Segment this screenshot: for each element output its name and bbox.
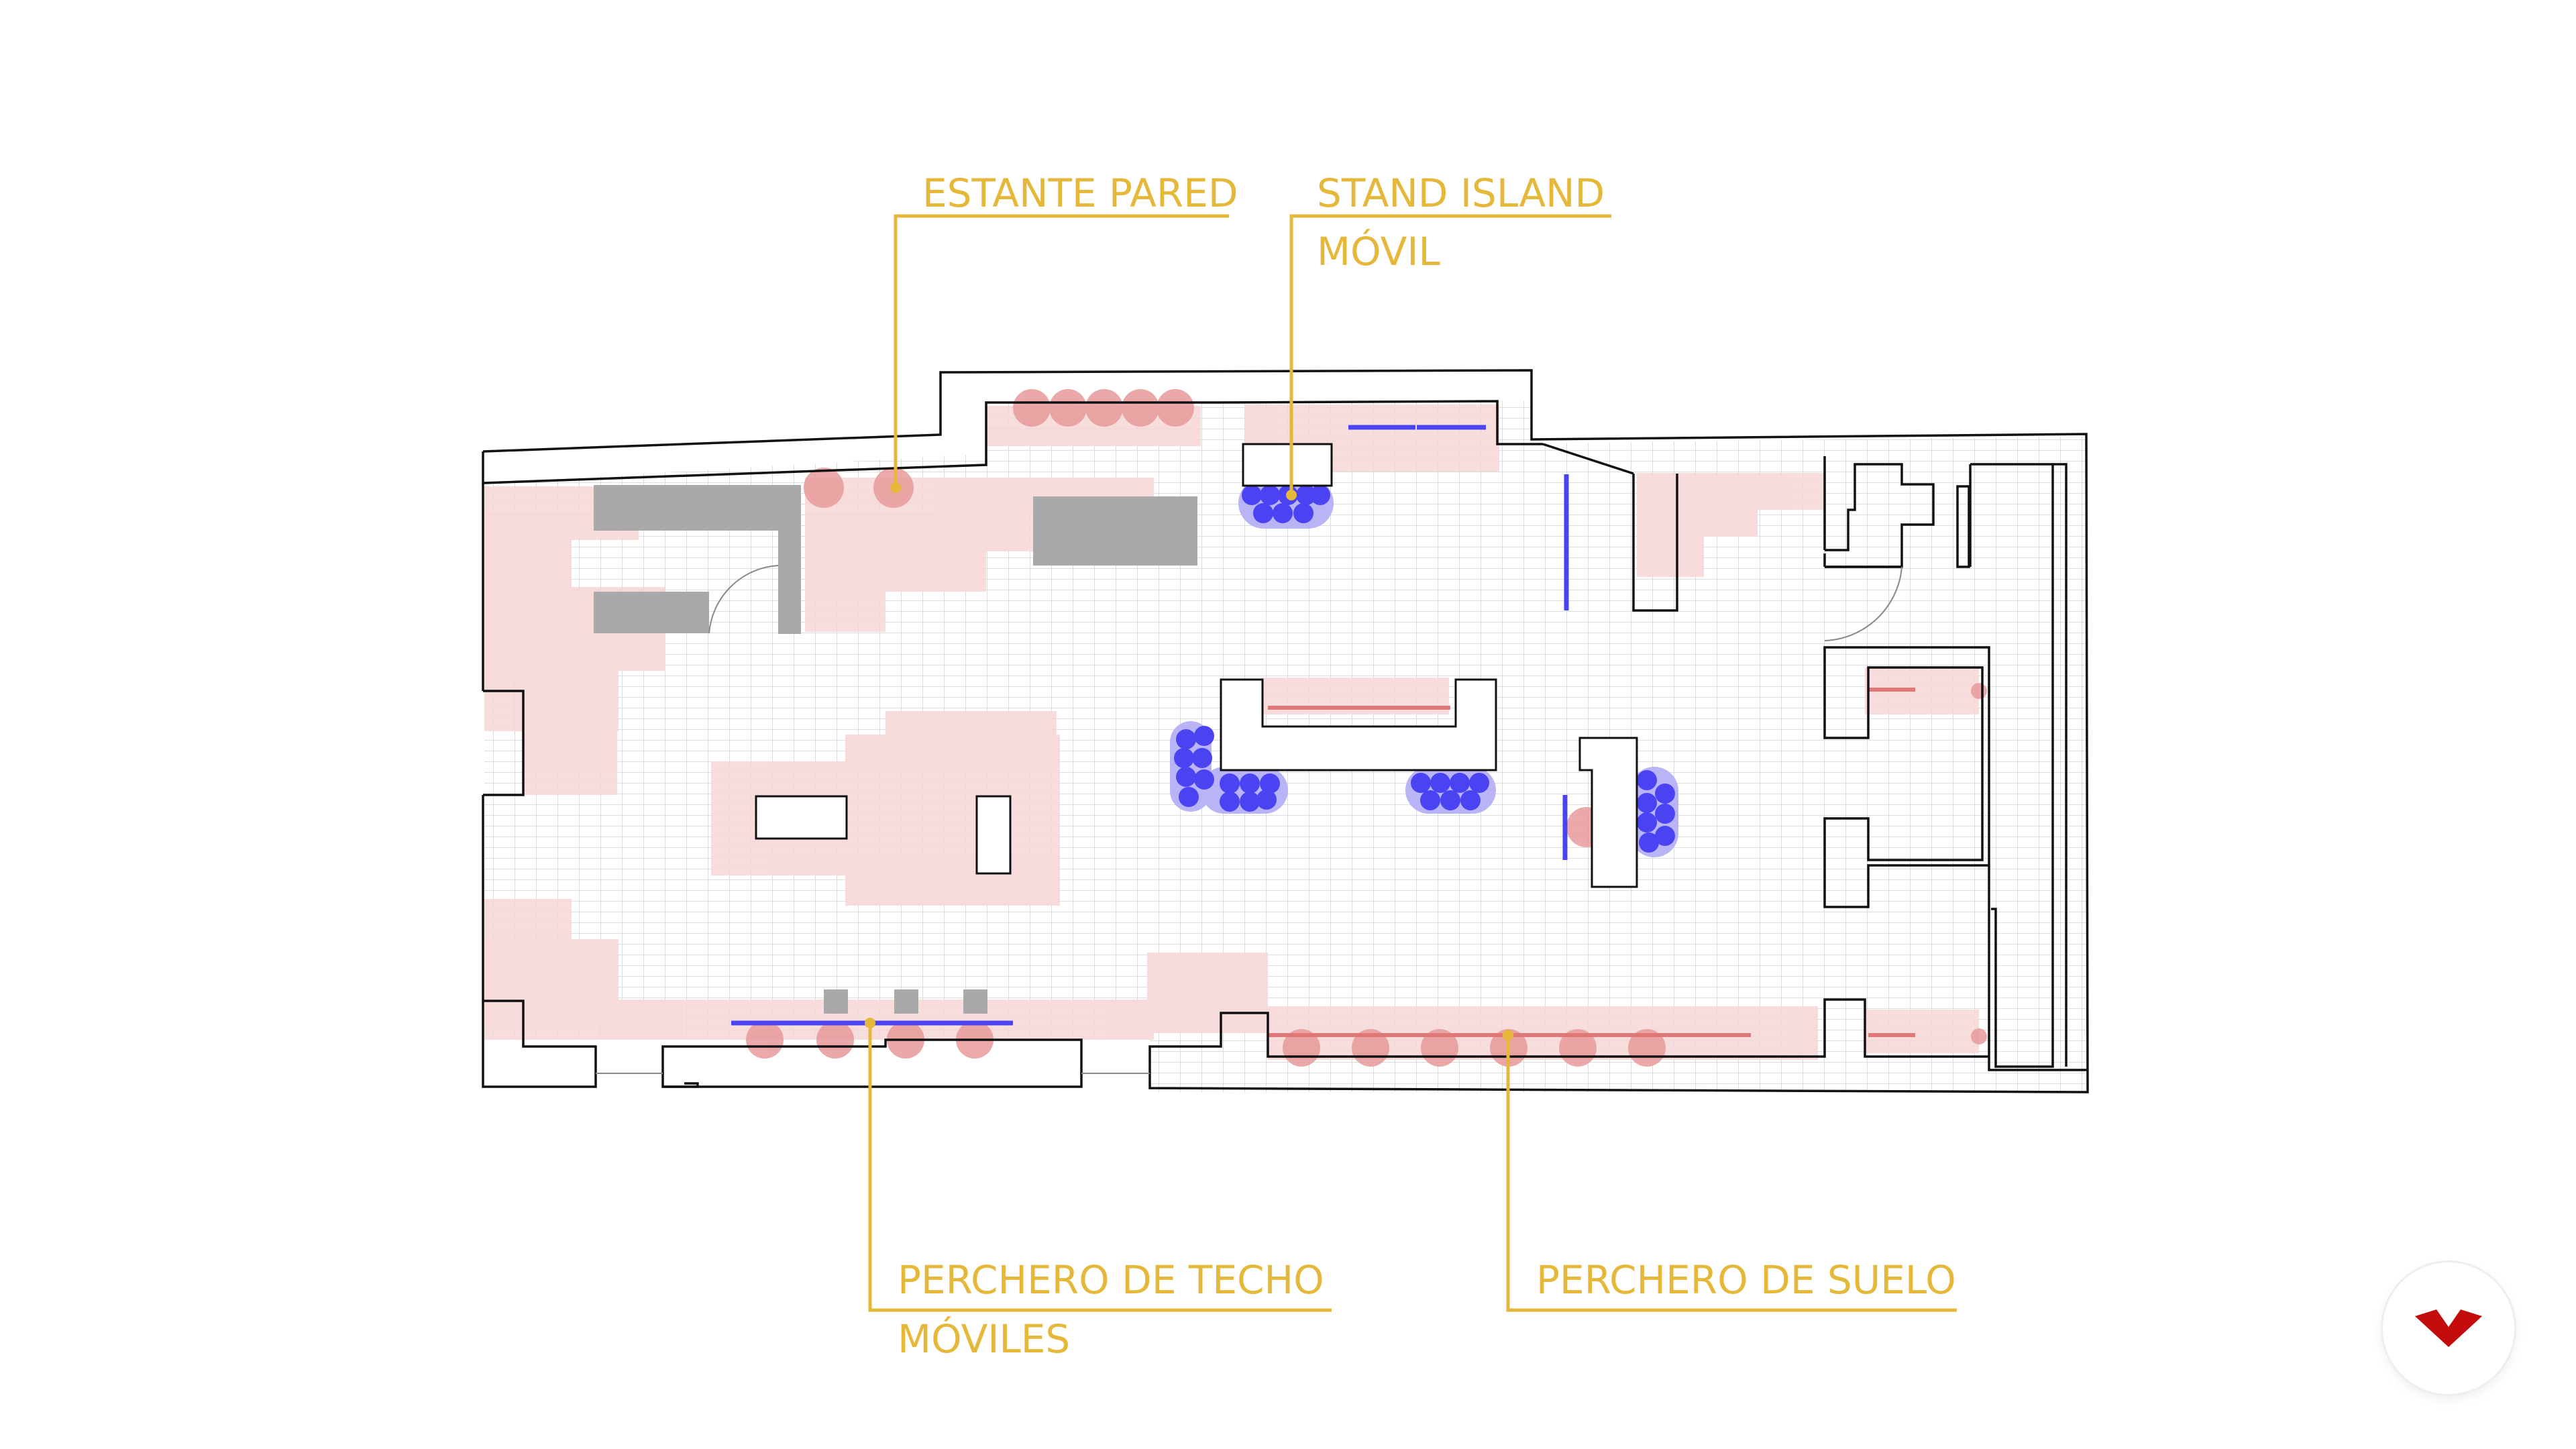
callout-label-movil: MÓVIL — [1317, 228, 1440, 274]
callout-perchero-techo: PERCHERO DE TECHO MÓVILES — [865, 1018, 1332, 1362]
display-tables — [755, 443, 1638, 888]
fixed-furniture — [594, 485, 1197, 1014]
callout-label-stand-island: STAND ISLAND — [1317, 170, 1605, 216]
callout-label-moviles: MÓVILES — [898, 1316, 1070, 1362]
wall-west-pillar — [483, 690, 525, 796]
wall-south-left — [482, 1000, 597, 1088]
callout-estante-pared: ESTANTE PARED — [890, 170, 1238, 493]
mobile-stand-cluster-left — [1170, 721, 1288, 814]
outer-wall — [482, 369, 2089, 1093]
callout-label-perchero-techo: PERCHERO DE TECHO — [898, 1257, 1324, 1303]
wall-pillar-mid — [1632, 474, 1678, 612]
mobile-stand-cluster-right — [1630, 767, 1678, 857]
wall-south-right — [1148, 646, 2088, 1087]
mobile-stand-cluster-center — [1405, 767, 1496, 814]
door-swings — [596, 565, 1902, 1074]
wall-east-rooms — [1825, 463, 1935, 568]
callout-perchero-suelo: PERCHERO DE SUELO — [1503, 1030, 1957, 1312]
callout-label-estante-pared: ESTANTE PARED — [922, 170, 1238, 216]
callout-label-perchero-suelo: PERCHERO DE SUELO — [1536, 1257, 1956, 1303]
brand-chevron-logo-icon — [2415, 1309, 2482, 1347]
callout-stand-island: STAND ISLAND MÓVIL — [1286, 170, 1611, 500]
walls — [482, 369, 2089, 1093]
wall-south-mid — [661, 1038, 1083, 1088]
brand-logo-badge — [2383, 1263, 2514, 1394]
